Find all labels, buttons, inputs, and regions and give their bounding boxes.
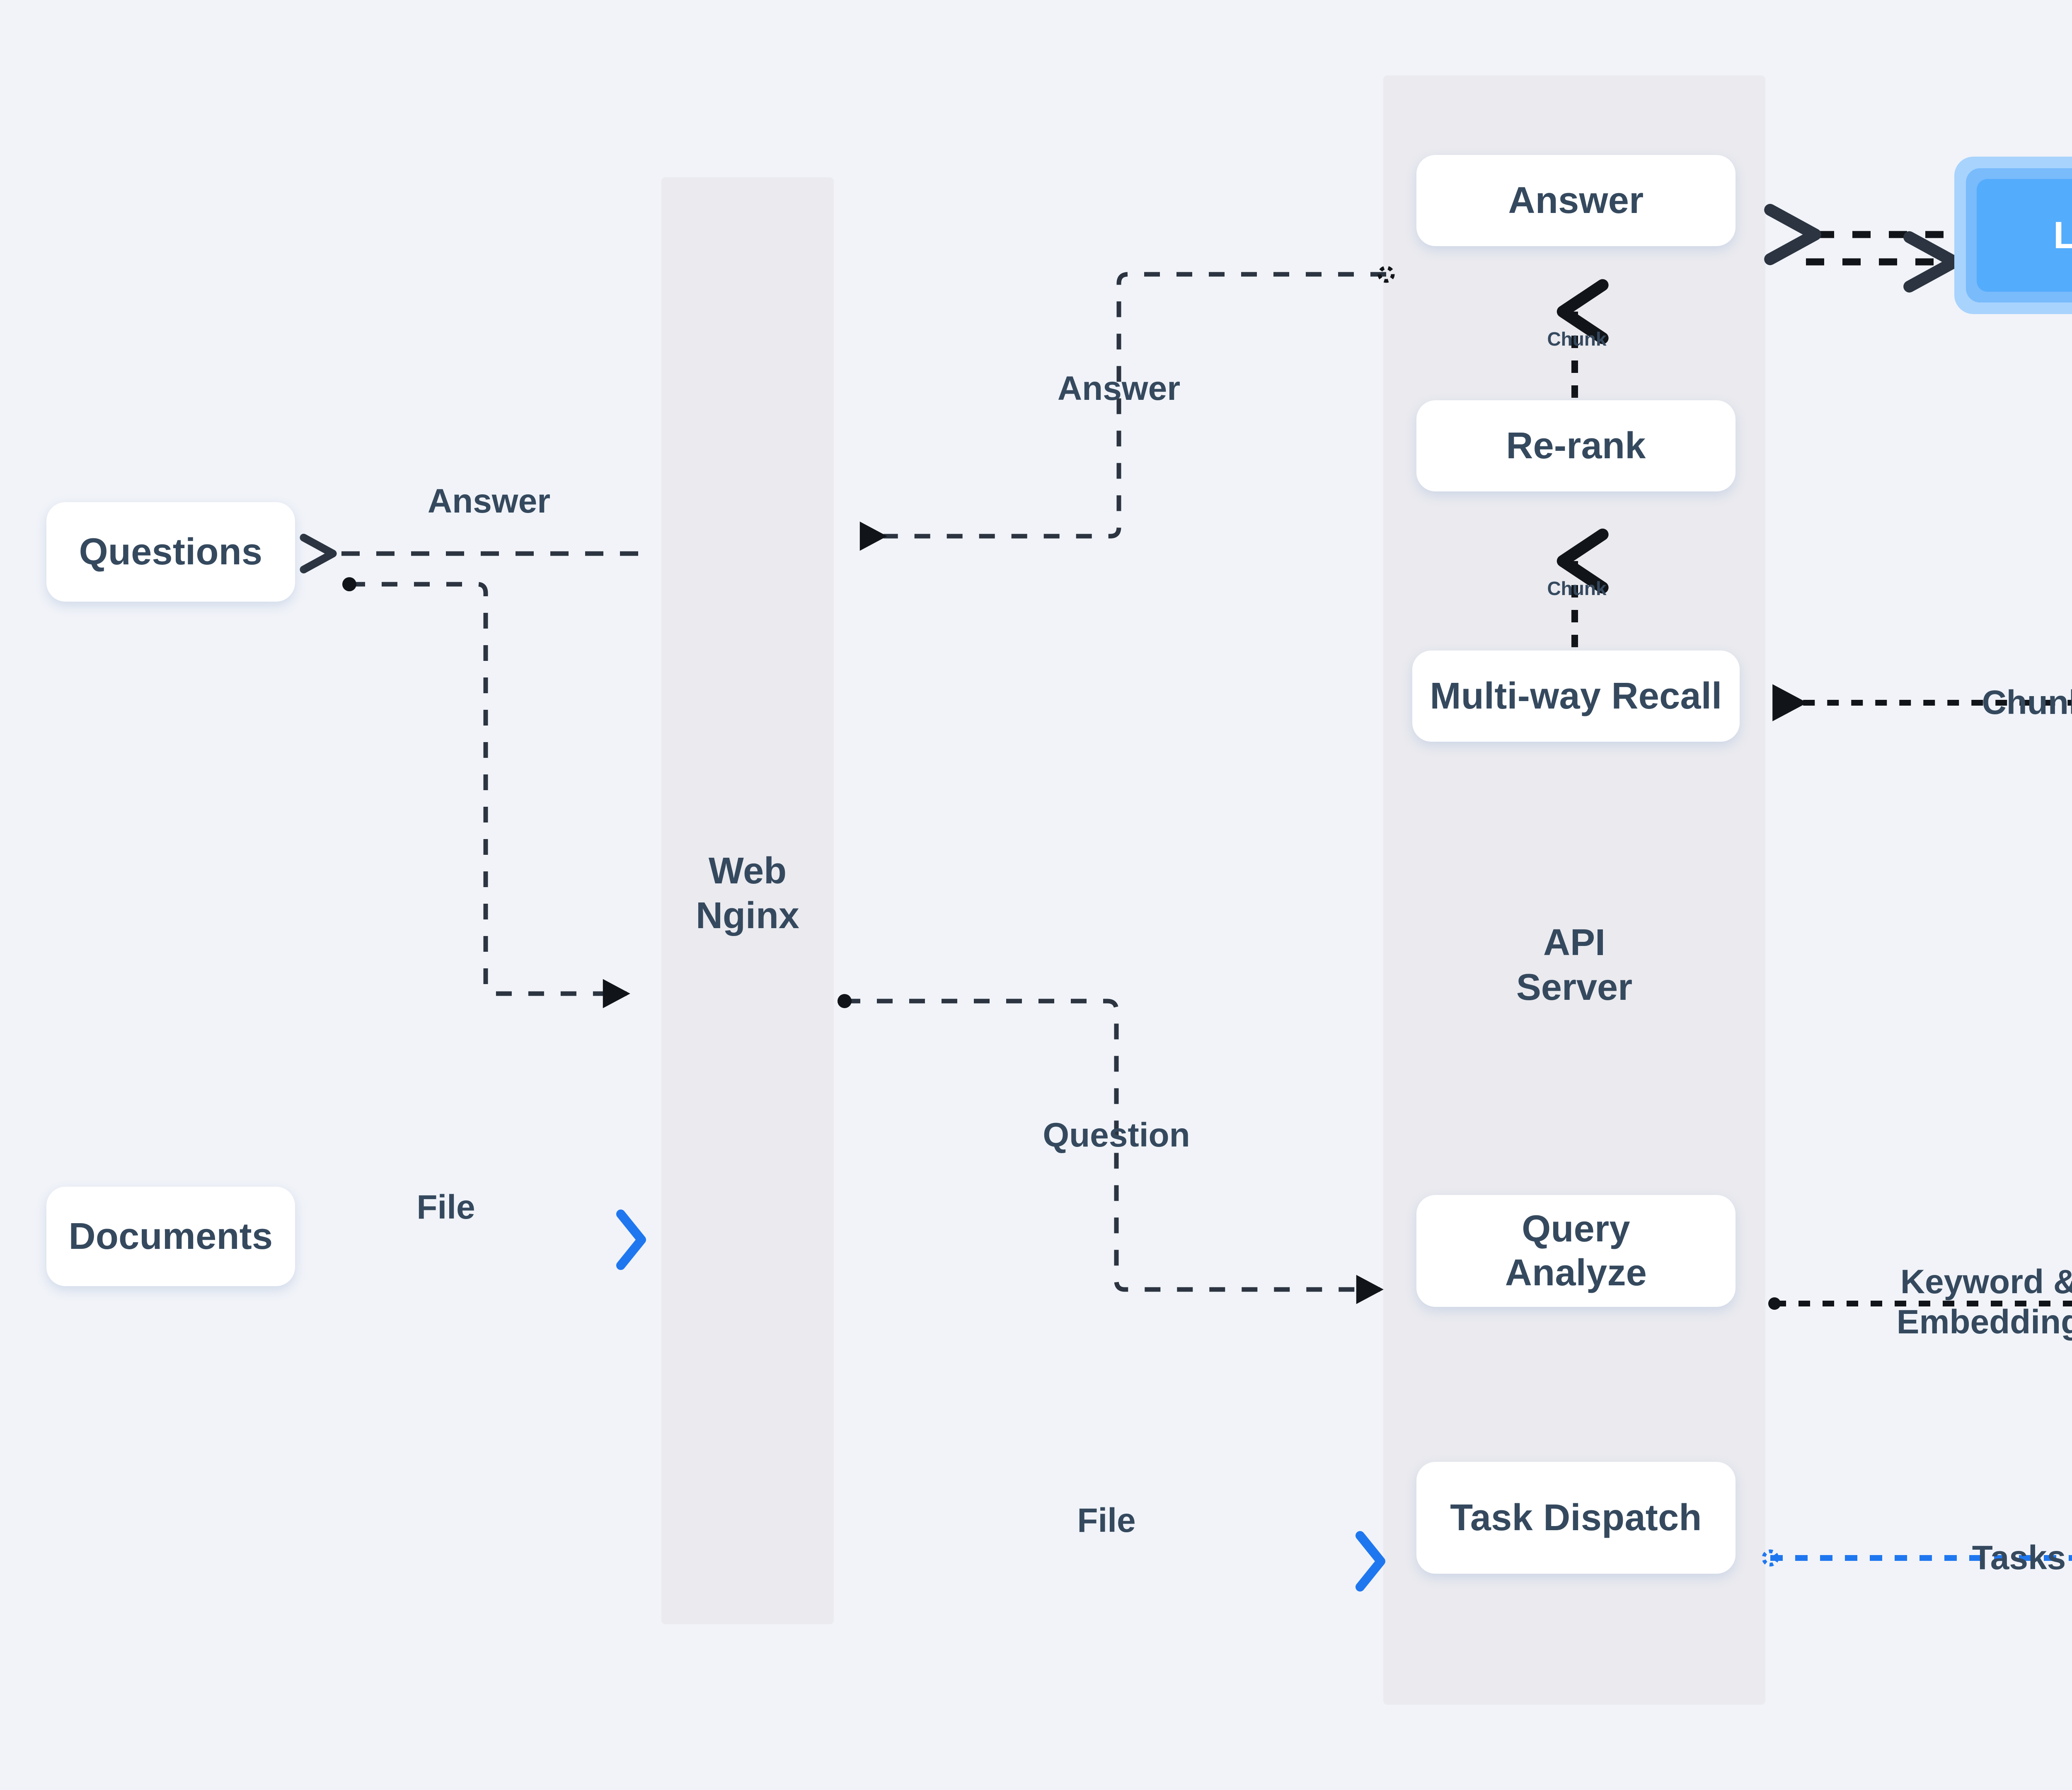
node-documents[interactable]: Documents: [46, 1187, 295, 1286]
edge-label-answer-via-web: Answer: [1057, 369, 1181, 407]
edge-label-chunk-recall-to-rerank: Chunk: [1547, 577, 1607, 599]
node-llms-label: LLMs: [2053, 214, 2072, 256]
node-query-analyze[interactable]: Query Analyze: [1416, 1195, 1736, 1307]
node-llms[interactable]: LLMs: [1954, 157, 2072, 314]
edge-label-file-from-documents: File: [416, 1188, 475, 1226]
node-multi-way-recall[interactable]: Multi-way Recall: [1412, 651, 1740, 742]
api-server-group: [1383, 75, 1765, 1705]
edge-label-tasks: Tasks: [1972, 1538, 2066, 1577]
node-questions-label: Questions: [79, 531, 263, 573]
llms-inner-layer: LLMs: [1977, 179, 2072, 292]
node-re-rank-label: Re-rank: [1506, 425, 1646, 467]
edge-label-chunk-rerank-to-answer: Chunk: [1547, 328, 1607, 350]
node-re-rank[interactable]: Re-rank: [1416, 400, 1736, 491]
llms-middle-layer: LLMs: [1966, 168, 2072, 302]
edge-label-question-via-web: Question: [1043, 1116, 1190, 1154]
node-task-dispatch[interactable]: Task Dispatch: [1416, 1462, 1736, 1574]
edge-label-chunk-db-to-recall: Chunk: [1982, 683, 2072, 721]
edge-label-answer-to-client: Answer: [427, 482, 551, 520]
node-query-analyze-label: Query Analyze: [1505, 1208, 1647, 1294]
web-nginx-label: Web Nginx: [695, 850, 799, 936]
node-documents-label: Documents: [68, 1215, 273, 1257]
node-questions[interactable]: Questions: [46, 502, 295, 602]
edge-questions-to-web: [342, 577, 630, 1009]
web-nginx-group: [661, 177, 834, 1624]
node-multi-way-recall-label: Multi-way Recall: [1430, 675, 1722, 717]
node-task-dispatch-label: Task Dispatch: [1450, 1497, 1702, 1538]
edge-web-to-task-dispatch: [833, 1531, 1385, 1592]
node-answer[interactable]: Answer: [1416, 155, 1736, 246]
edge-label-keyword-embedding: Keyword & Embedding: [1896, 1263, 2072, 1341]
node-answer-label: Answer: [1508, 179, 1644, 221]
api-server-label: API Server: [1516, 922, 1633, 1008]
edge-label-file-via-web: File: [1077, 1501, 1136, 1539]
